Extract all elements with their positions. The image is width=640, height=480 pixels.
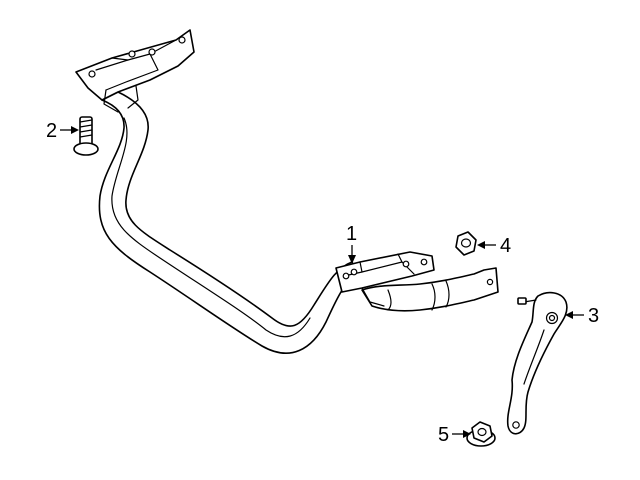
nut bbox=[455, 231, 477, 256]
callout-3: 3 bbox=[565, 305, 599, 327]
callout-4: 4 bbox=[477, 235, 511, 257]
stabilizer-link bbox=[506, 291, 568, 435]
callout-label: 1 bbox=[346, 223, 357, 245]
callout-label: 2 bbox=[46, 120, 57, 142]
stabilizer-bar bbox=[75, 29, 499, 354]
callout-2: 2 bbox=[46, 120, 79, 142]
callout-label: 5 bbox=[438, 424, 449, 446]
bolt bbox=[73, 116, 99, 156]
callout-1: 1 bbox=[346, 223, 357, 264]
flange-nut bbox=[466, 421, 496, 447]
callout-label: 4 bbox=[500, 235, 511, 257]
callout-label: 3 bbox=[588, 305, 599, 327]
callout-5: 5 bbox=[438, 424, 471, 446]
